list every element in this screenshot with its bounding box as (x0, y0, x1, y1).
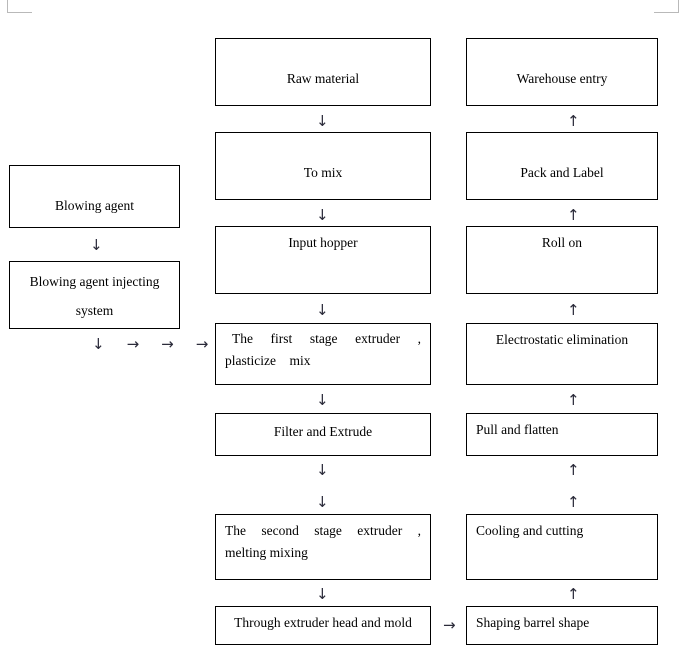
first-stage-word-4: extruder (355, 331, 401, 346)
node-electrostatic-elimination[interactable]: Electrostatic elimination (466, 323, 658, 385)
second-stage-word-4: extruder (357, 523, 403, 538)
node-roll-on[interactable]: Roll on (466, 226, 658, 294)
arrow-second-stage-to-head: ↓ (316, 585, 329, 603)
node-first-stage-extruder[interactable]: The first stage extruder , plasticize mi… (215, 323, 431, 385)
node-pull-and-flatten[interactable]: Pull and flatten (466, 413, 658, 456)
node-to-mix-label: To mix (303, 165, 343, 180)
node-filter-and-extrude[interactable]: Filter and Extrude (215, 413, 431, 456)
arrow-filter-to-second-stage-b: ↓ (316, 493, 329, 511)
node-first-stage-extruder-line2: plasticize mix (225, 352, 311, 368)
node-first-stage-extruder-line1: The first stage extruder , (216, 324, 430, 350)
node-electrostatic-elimination-label: Electrostatic elimination (495, 332, 629, 347)
first-stage-word-3: stage (309, 331, 338, 346)
node-second-stage-extruder[interactable]: The second stage extruder , melting mixi… (215, 514, 431, 580)
node-cooling-and-cutting-label: Cooling and cutting (476, 523, 584, 538)
arrow-input-hopper-to-first-stage: ↓ (316, 301, 329, 319)
arrow-right-branch-3: → (195, 335, 209, 353)
arrow-head-to-shaping: → (443, 616, 456, 634)
arrow-filter-to-second-stage-a: ↓ (316, 461, 329, 479)
arrow-row-blowing-agent-branch: ↓ → → → (92, 337, 208, 352)
arrow-cooling-to-pull-b: ↑ (567, 493, 580, 511)
arrow-pack-to-warehouse: ↑ (567, 112, 580, 130)
second-stage-word-3: stage (314, 523, 342, 538)
second-stage-word-2: second (261, 523, 299, 538)
arrow-roll-on-to-pack: ↑ (567, 206, 580, 224)
node-shaping-barrel-shape[interactable]: Shaping barrel shape (466, 606, 658, 645)
arrow-pull-to-electrostatic: ↑ (567, 391, 580, 409)
node-through-extruder-head-label: Through extruder head and mold (234, 615, 412, 630)
arrow-first-stage-to-filter: ↓ (316, 391, 329, 409)
node-through-extruder-head-and-mold[interactable]: Through extruder head and mold (215, 606, 431, 645)
node-filter-and-extrude-label: Filter and Extrude (273, 424, 373, 439)
node-blowing-agent-injecting-system[interactable]: Blowing agent injecting system (9, 261, 180, 329)
node-pack-and-label[interactable]: Pack and Label (466, 132, 658, 200)
node-blowing-agent[interactable]: Blowing agent (9, 165, 180, 228)
arrow-right-branch-2: → (161, 335, 174, 353)
node-pull-and-flatten-label: Pull and flatten (476, 422, 559, 437)
node-pack-and-label-label: Pack and Label (520, 165, 604, 180)
arrow-right-branch-1: → (126, 335, 140, 353)
node-second-stage-extruder-line1: The second stage extruder , (216, 515, 430, 542)
node-warehouse-entry-label: Warehouse entry (516, 71, 608, 86)
node-roll-on-label: Roll on (541, 235, 583, 250)
first-stage-word-2: first (270, 331, 293, 346)
first-stage-word-1: The (232, 331, 253, 346)
crop-mark-top-left-icon (7, 0, 32, 13)
node-shaping-barrel-shape-label: Shaping barrel shape (476, 615, 590, 630)
node-input-hopper[interactable]: Input hopper (215, 226, 431, 294)
node-blowing-agent-injecting-line1: Blowing agent injecting (29, 274, 160, 289)
crop-mark-top-right-icon (654, 0, 679, 13)
node-input-hopper-label: Input hopper (288, 235, 358, 250)
arrow-down-branch: ↓ (92, 335, 105, 353)
node-warehouse-entry[interactable]: Warehouse entry (466, 38, 658, 106)
node-raw-material-label: Raw material (286, 71, 360, 86)
arrow-cooling-to-pull-a: ↑ (567, 461, 580, 479)
arrow-blowing-agent-to-injecting: ↓ (90, 236, 103, 254)
node-to-mix[interactable]: To mix (215, 132, 431, 200)
arrow-shaping-to-cooling: ↑ (567, 585, 580, 603)
arrow-electrostatic-to-roll-on: ↑ (567, 301, 580, 319)
node-cooling-and-cutting[interactable]: Cooling and cutting (466, 514, 658, 580)
second-stage-word-1: The (225, 523, 246, 538)
node-blowing-agent-injecting-line2: system (75, 302, 114, 318)
node-second-stage-extruder-line2: melting mixing (225, 544, 308, 560)
arrow-to-mix-to-input-hopper: ↓ (316, 206, 329, 224)
arrow-raw-material-to-to-mix: ↓ (316, 112, 329, 130)
second-stage-word-5: , (417, 523, 421, 538)
node-blowing-agent-label: Blowing agent (54, 198, 135, 213)
first-stage-word-5: , (417, 331, 421, 346)
node-raw-material[interactable]: Raw material (215, 38, 431, 106)
